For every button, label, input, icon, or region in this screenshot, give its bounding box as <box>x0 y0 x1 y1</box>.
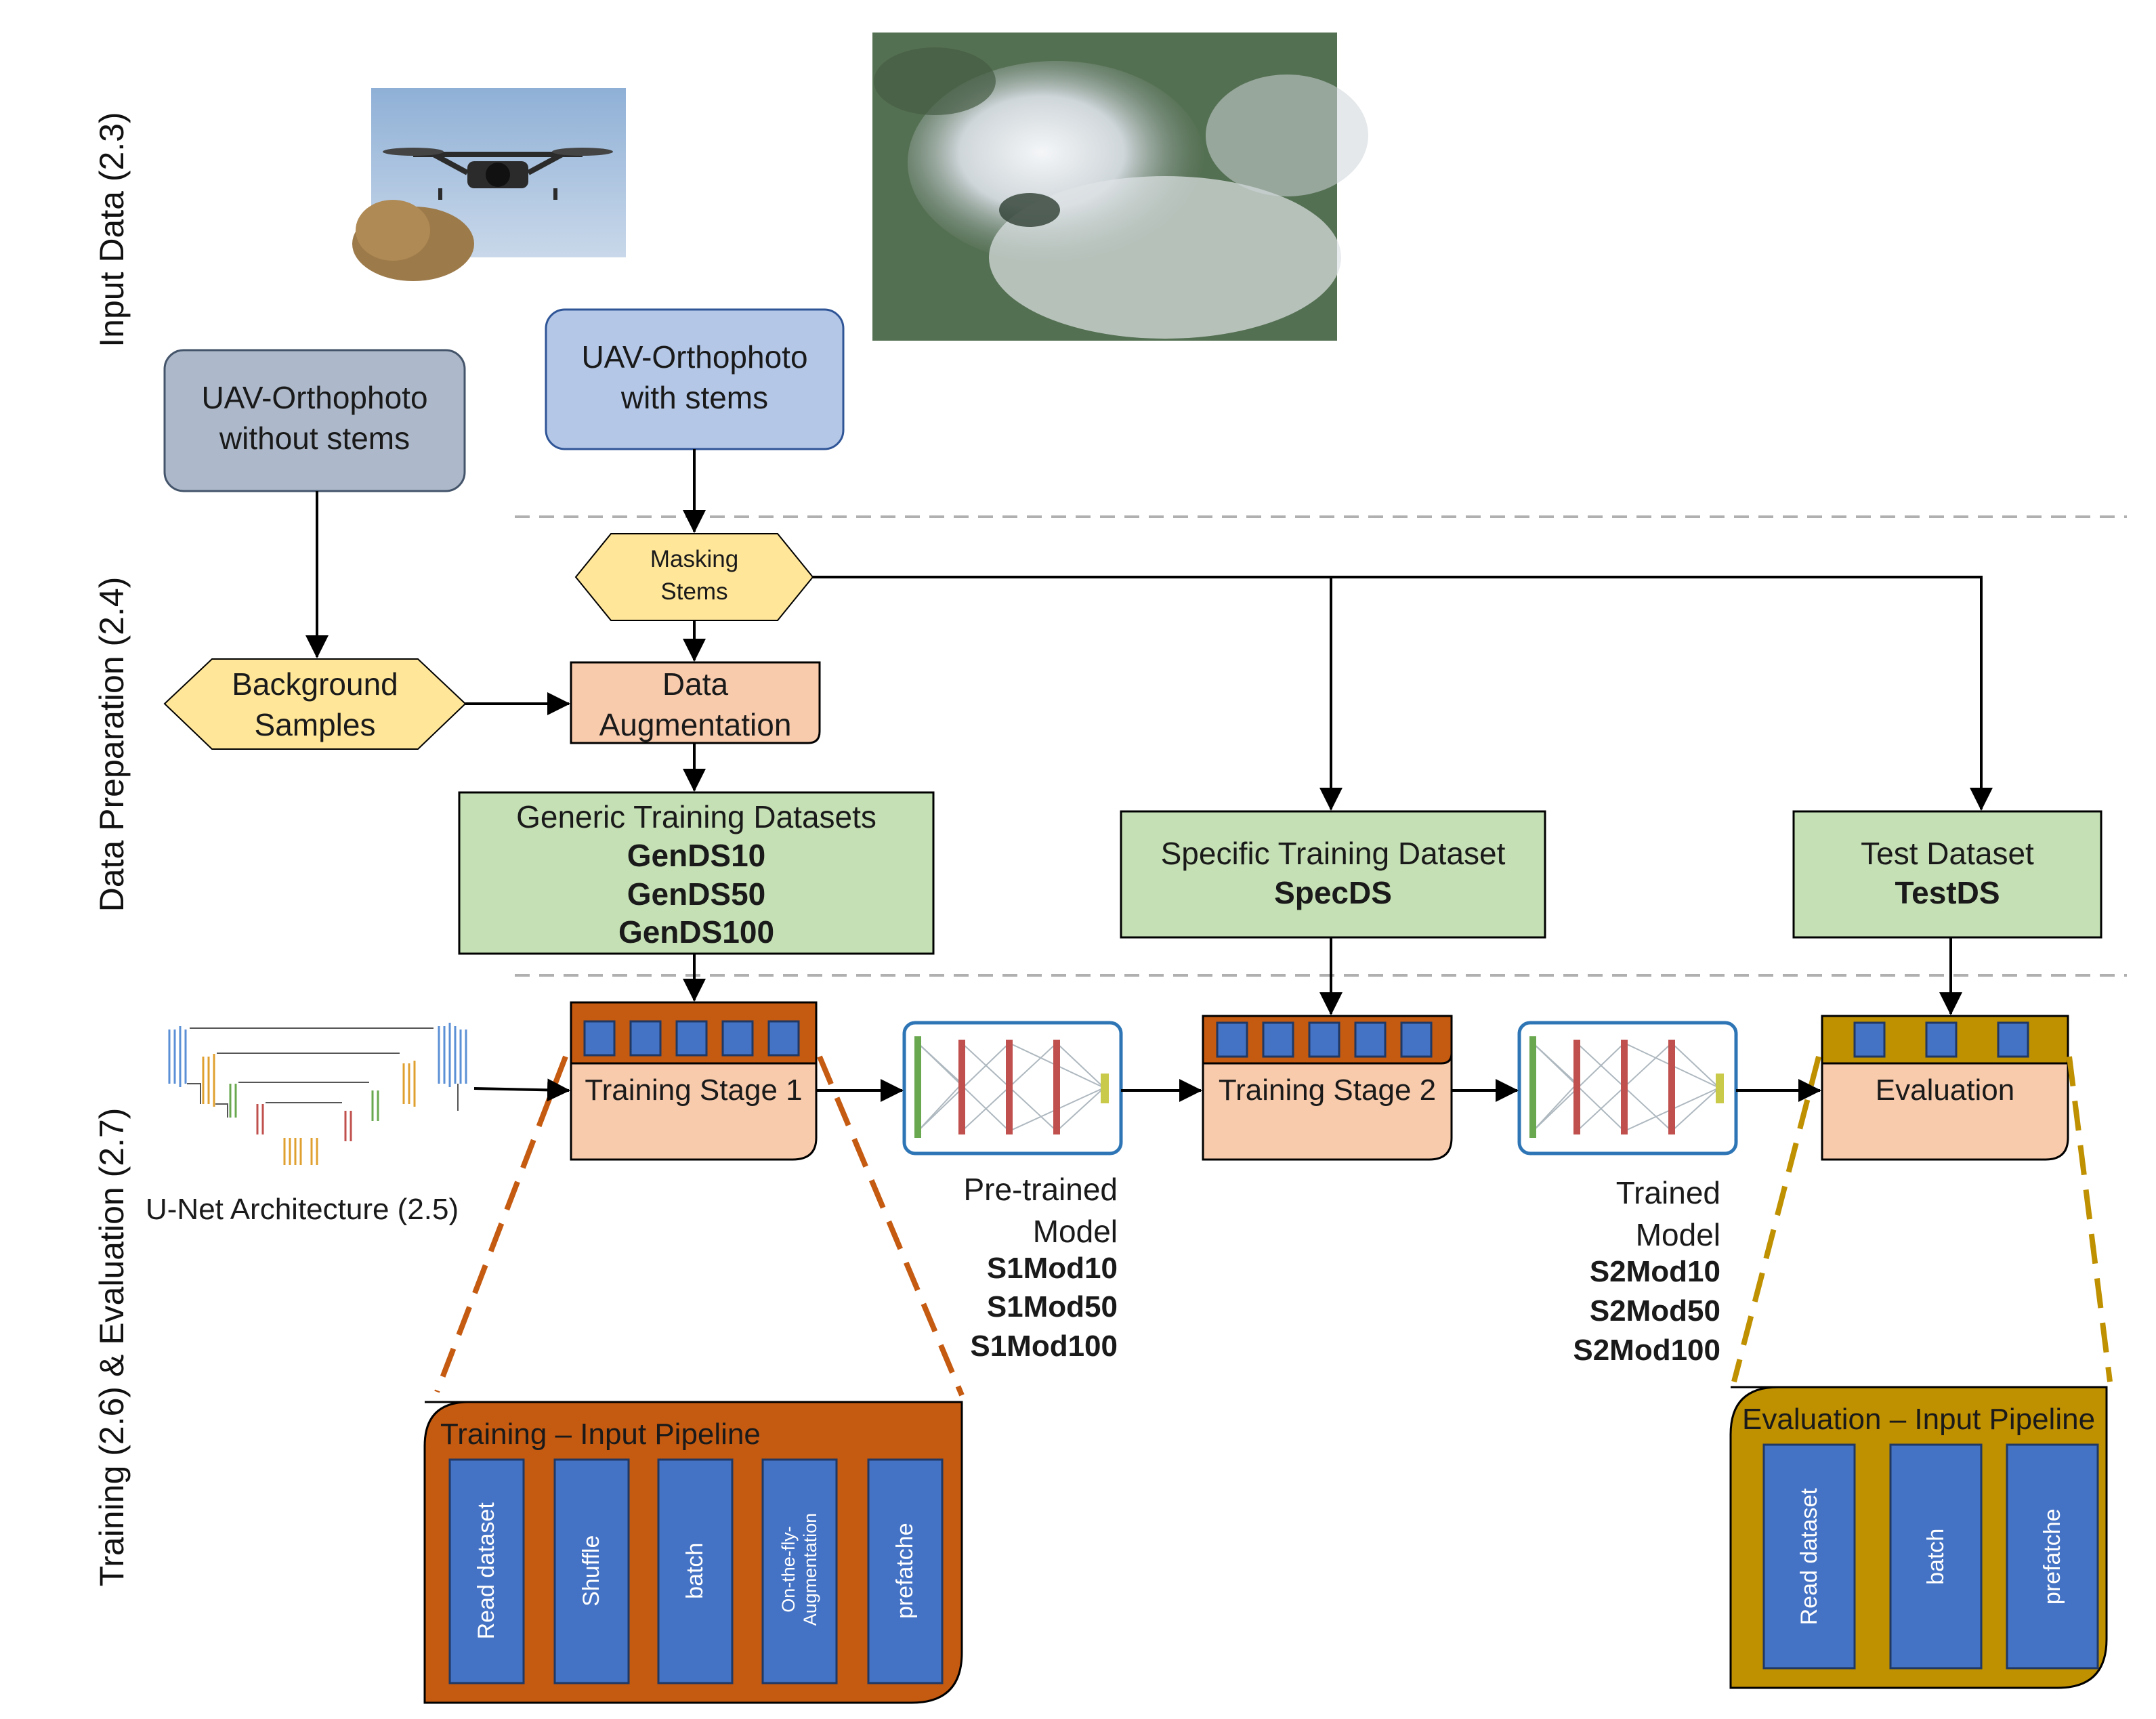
training-step-prefetch: prefatche <box>891 1523 918 1619</box>
test-dataset-box <box>1792 810 2102 939</box>
unet-architecture-label: U-Net Architecture (2.5) <box>146 1193 459 1226</box>
connector-arrows <box>305 449 1993 1102</box>
generic-datasets-title: Generic Training Datasets <box>516 799 876 834</box>
training-step-augmentation: On-the-fly- Augmentation <box>778 1512 820 1626</box>
trained-model-image <box>1517 1021 1738 1155</box>
specific-dataset-box <box>1120 810 1546 939</box>
evaluation-pipeline <box>1729 1386 2108 1689</box>
training-stage-2 <box>1202 1015 1453 1161</box>
generic-dataset-50: GenDS50 <box>627 876 766 912</box>
specific-dataset-title: Specific Training Dataset <box>1160 836 1506 871</box>
specific-dataset-name: SpecDS <box>1274 875 1392 910</box>
test-dataset-name: TestDS <box>1895 875 2000 910</box>
ortho-without-label: UAV-Orthophoto without stems <box>201 380 428 456</box>
training-step-read-dataset: Read dataset <box>473 1502 499 1640</box>
drone-photo <box>352 88 626 281</box>
masking-stems-label: Masking Stems <box>650 546 739 605</box>
trained-model-title: Trained Model <box>1615 1175 1720 1252</box>
section-label-prep: Data Preparation (2.4) <box>93 576 131 912</box>
zoom-line-eval-right <box>2067 1056 2113 1382</box>
zoom-line-training-right <box>817 1055 965 1397</box>
pretrained-model-50: S1Mod50 <box>986 1290 1118 1323</box>
training-stage-2-label: Training Stage 2 <box>1218 1074 1437 1107</box>
training-pipeline-title: Training – Input Pipeline <box>440 1418 761 1451</box>
training-stage-1 <box>570 1001 818 1161</box>
training-step-batch: batch <box>681 1542 708 1599</box>
zoom-line-eval-left <box>1731 1055 1821 1383</box>
background-samples-label: Background Samples <box>232 666 398 742</box>
eval-step-batch: batch <box>1922 1528 1949 1585</box>
ortho-with-label: UAV-Orthophoto with stems <box>581 339 808 415</box>
pretrained-model-image <box>902 1021 1123 1155</box>
zoom-line-training-left <box>434 1055 568 1393</box>
generic-dataset-10: GenDS10 <box>627 838 766 873</box>
ortho-without-box <box>163 349 466 492</box>
evaluation-stage <box>1821 1015 2069 1161</box>
training-stage-1-label: Training Stage 1 <box>585 1074 803 1107</box>
eval-step-read-dataset: Read dataset <box>1796 1488 1822 1626</box>
data-augmentation-box <box>570 661 821 744</box>
section-label-train: Training (2.6) & Evaluation (2.7) <box>93 1107 131 1587</box>
data-augmentation-label: Data Augmentation <box>599 666 792 742</box>
training-step-shuffle: Shuffle <box>578 1535 604 1607</box>
trained-model-50: S2Mod50 <box>1589 1294 1720 1328</box>
pretrained-model-100: S1Mod100 <box>970 1330 1118 1363</box>
satellite-photo <box>872 33 1368 341</box>
test-dataset-title: Test Dataset <box>1861 836 2034 871</box>
training-pipeline <box>423 1401 963 1704</box>
trained-model-100: S2Mod100 <box>1573 1334 1720 1367</box>
generic-datasets-box <box>458 791 935 955</box>
section-label-input: Input Data (2.3) <box>93 112 131 347</box>
generic-dataset-100: GenDS100 <box>618 914 775 950</box>
pretrained-model-title: Pre-trained Model <box>963 1172 1118 1249</box>
eval-step-prefetch: prefatche <box>2039 1508 2065 1605</box>
unet-architecture-image <box>168 1023 467 1165</box>
evaluation-label: Evaluation <box>1875 1074 2015 1107</box>
pretrained-model-10: S1Mod10 <box>986 1252 1118 1285</box>
evaluation-pipeline-title: Evaluation – Input Pipeline <box>1742 1403 2096 1436</box>
trained-model-10: S2Mod10 <box>1589 1255 1720 1288</box>
